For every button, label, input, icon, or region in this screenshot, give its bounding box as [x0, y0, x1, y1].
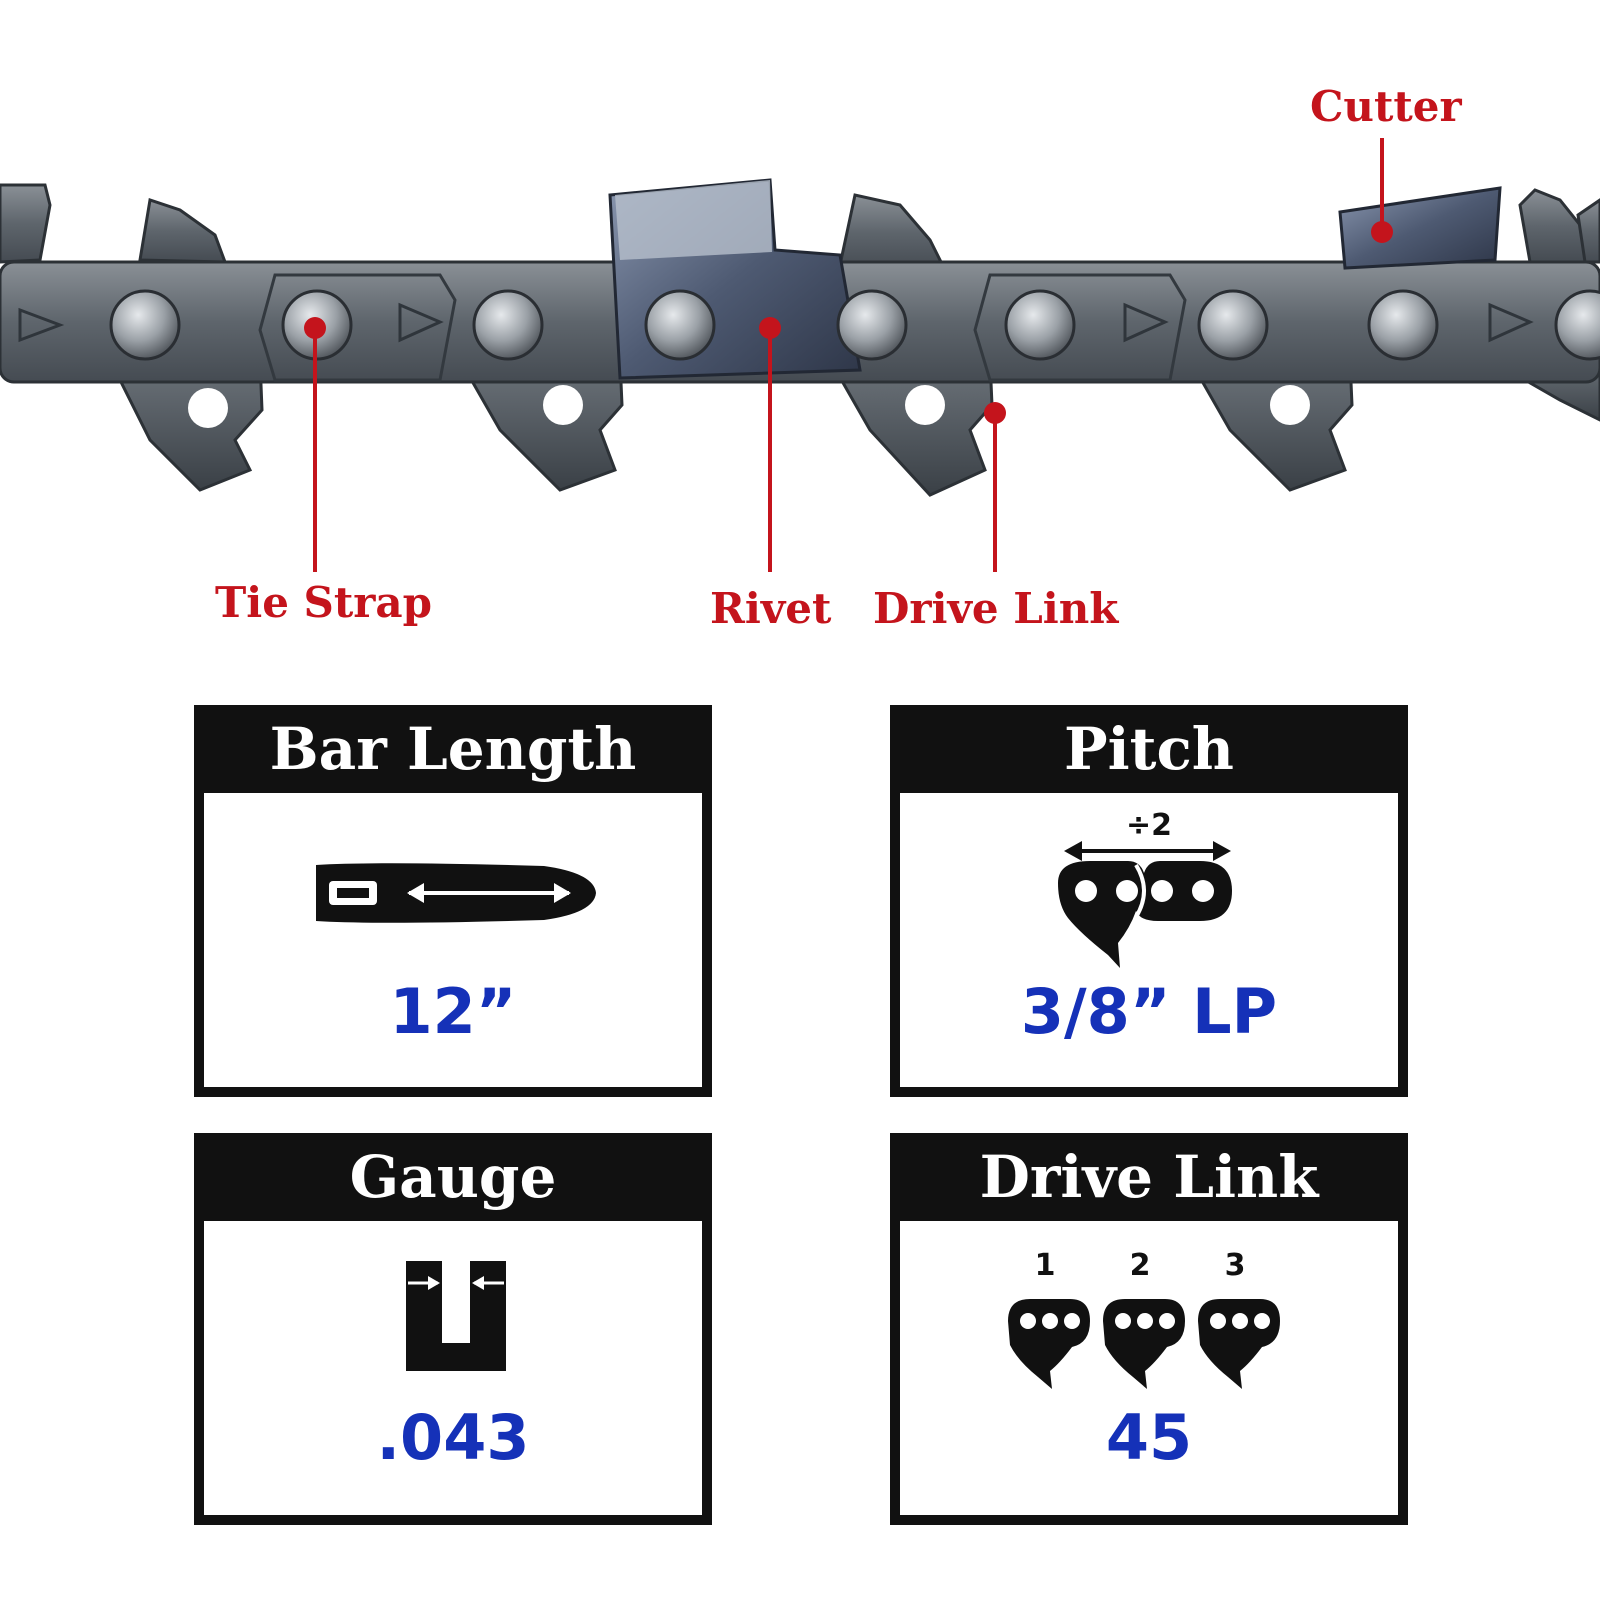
callout-tie-strap: Tie Strap: [215, 578, 432, 627]
upper-cutter: [1338, 186, 1502, 270]
drive-link-number-2: 2: [1130, 1248, 1151, 1283]
drive-link-number-3: 3: [1225, 1248, 1246, 1283]
drive-link-value: 45: [1105, 1401, 1193, 1474]
drive-link-icon: 1 2 3: [1008, 1248, 1280, 1389]
spec-title: Pitch: [1064, 715, 1234, 783]
cutter-teeth: [0, 183, 1600, 272]
gauge-value: .043: [376, 1401, 530, 1474]
tie-straps: [258, 273, 1187, 382]
spec-title: Drive Link: [979, 1143, 1319, 1211]
callout-leaders: [304, 138, 1393, 572]
drive-link-number-1: 1: [1035, 1248, 1056, 1283]
spec-body: ÷2 3/8” LP: [900, 793, 1398, 1087]
spec-card-bar-length: Bar Length 12”: [194, 705, 712, 1097]
pitch-icon-label: ÷2: [1126, 808, 1172, 843]
spec-body: 1 2 3 45: [900, 1221, 1398, 1515]
callout-cutter: Cutter: [1310, 82, 1462, 131]
strap-arrow-marks: [18, 302, 1534, 343]
pitch-icon: ÷2: [1058, 808, 1232, 968]
gauge-icon: [406, 1261, 506, 1371]
spec-card-gauge: Gauge .043: [194, 1133, 712, 1525]
callout-drive-link: Drive Link: [873, 584, 1119, 633]
spec-body: 12”: [204, 793, 702, 1087]
bar-length-value: 12”: [389, 975, 517, 1048]
callout-rivet: Rivet: [710, 584, 832, 633]
spec-title: Bar Length: [269, 715, 637, 783]
spec-title: Gauge: [349, 1143, 557, 1211]
spec-body: .043: [204, 1221, 702, 1515]
guide-bar-icon: [316, 863, 596, 923]
drive-link-holes: [188, 385, 1310, 428]
chain-illustration: [0, 138, 1600, 572]
spec-card-drive-link: Drive Link 1 2 3 45: [890, 1133, 1408, 1525]
pitch-value: 3/8” LP: [1020, 975, 1278, 1048]
rivets: [109, 289, 1600, 361]
spec-card-pitch: Pitch ÷2 3/8” LP: [890, 705, 1408, 1097]
